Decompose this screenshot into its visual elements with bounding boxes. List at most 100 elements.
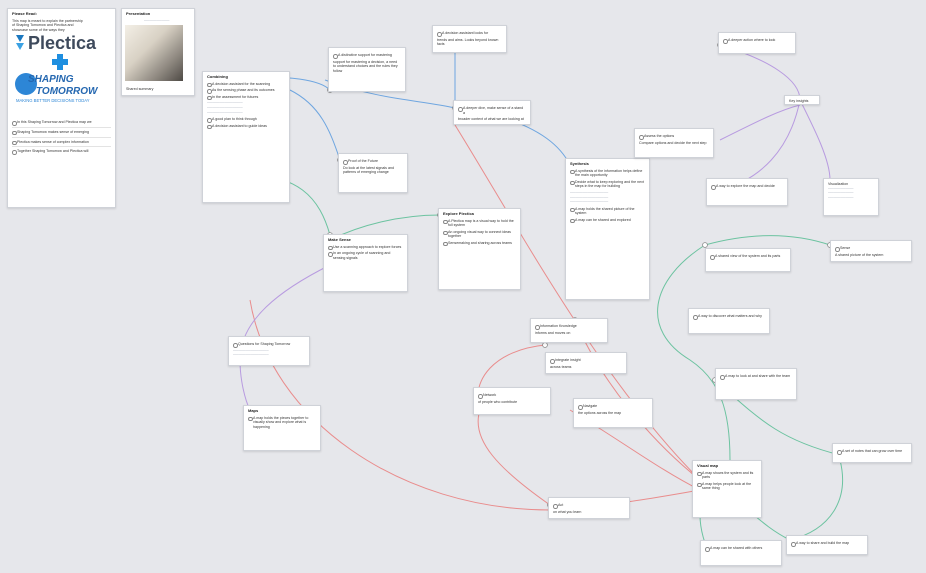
card-text: trends and aims. Looks beyond known fact… <box>437 38 502 47</box>
card-green-two[interactable]: A way to discover what matters and why <box>688 308 770 334</box>
card-title: Explore Plectica <box>443 212 516 217</box>
card-combining-right[interactable]: Synthesis A synthesis of the information… <box>565 158 650 300</box>
card-text: the options across the map <box>578 411 648 416</box>
card-distinctive[interactable]: A distinctive support for mastering supp… <box>328 47 406 92</box>
card-title: Visual map <box>697 464 757 469</box>
intro-item[interactable]: Plectica makes sense of complex informat… <box>12 140 111 145</box>
link-blue-3 <box>290 90 340 160</box>
card-faint-right[interactable]: Visualization ──────────────────────────… <box>823 178 879 216</box>
divider <box>12 127 111 128</box>
faint-text: ────────────────────────────── <box>828 187 874 201</box>
card-item: A way to discover what matters and why <box>693 314 765 319</box>
card-item: A good plan to think through <box>207 117 285 122</box>
card-item: Network <box>478 393 546 398</box>
card-item: Information Knowledge <box>535 324 603 329</box>
card-bottom-right[interactable]: A way to share and build the map <box>786 535 868 555</box>
plectica-logo: Plectica <box>14 31 108 53</box>
card-item: A deeper action where to look <box>723 38 791 43</box>
card-text: Compare options and decide the next step <box>639 141 709 146</box>
intro-item[interactable]: Shaping Tomorrow makes sense of emerging <box>12 130 111 135</box>
presentation-title: Presentation <box>126 12 190 17</box>
card-item: A way to share and build the map <box>791 541 863 546</box>
card-combining[interactable]: Combining A decision assistant for the s… <box>202 71 290 203</box>
link-green-4 <box>658 245 730 460</box>
card-item: An ongoing visual way to connect ideas t… <box>443 230 516 239</box>
link-blue-5 <box>505 118 570 165</box>
card-network[interactable]: Network of people who contribute <box>473 387 551 415</box>
intro-item[interactable]: Together Shaping Tomorrow and Plectica w… <box>12 149 111 154</box>
card-green-middle[interactable]: A shared view of the system and its part… <box>705 248 791 272</box>
card-item: A synthesis of the information helps def… <box>570 169 645 178</box>
card-item: A Plectica map is a visual way to hold t… <box>443 219 516 228</box>
card-item: A map holds the shared picture of the sy… <box>570 207 645 216</box>
card-text: across teams <box>550 365 622 370</box>
card-small-right[interactable]: A way to explore the map and decide <box>706 178 788 206</box>
card-proof-future[interactable]: Proof of the Future Do look at the lates… <box>338 153 408 193</box>
faint-text: ────────────────────────────────────────… <box>570 191 645 205</box>
card-deeper-dive[interactable]: A deeper dive, make sense of a stand a b… <box>453 100 531 125</box>
card-item: A map to look at and share with the team <box>720 374 792 379</box>
card-decision-assistant[interactable]: A decision assistant looks for trends an… <box>432 25 507 53</box>
card-item: A decision assistant looks for <box>437 31 502 36</box>
link-red-6 <box>478 410 550 505</box>
card-act[interactable]: Act on what you learn <box>548 497 630 519</box>
card-item: A map can be shared and explored <box>570 218 645 223</box>
intro-item[interactable]: In this Shaping Tomorrow and Plectica ma… <box>12 120 111 125</box>
card-questions[interactable]: Questions for Shaping Tomorrow ─────────… <box>228 336 310 366</box>
card-green-four[interactable]: A set of notes that can grow over time <box>832 443 912 463</box>
card-bottom-center[interactable]: A map can be shared with others <box>700 540 782 566</box>
card-green-three[interactable]: A map to look at and share with the team <box>715 368 797 400</box>
card-item: A deeper dive, make sense of a stand a <box>458 106 526 115</box>
link-green-3 <box>705 236 830 245</box>
card-assess[interactable]: Assess the options Compare options and d… <box>634 128 714 158</box>
card-maps[interactable]: Maps A map holds the pieces together to … <box>243 405 321 451</box>
link-purple-2 <box>720 100 800 190</box>
card-text: A shared picture of the system <box>835 253 907 258</box>
card-text: support for mastering a decision, a need… <box>333 60 401 74</box>
sto-logo-line1: SHAPING <box>28 74 74 85</box>
link-purple-3 <box>800 100 830 180</box>
card-integrate[interactable]: Integrate insight across teams <box>545 352 627 374</box>
card-item: A map holds the pieces together to visua… <box>248 416 316 430</box>
intro-title: Please Read: <box>12 12 111 17</box>
faint-text: ──────────────────────────── <box>233 349 305 358</box>
card-navigate[interactable]: Navigate the options across the map <box>573 398 653 428</box>
faint-text: ────────────────────────────────────────… <box>207 101 285 115</box>
sto-logo-line2: TOMORROW <box>36 86 99 97</box>
card-information[interactable]: Information Knowledge informs and moves … <box>530 318 608 343</box>
card-item: Sense <box>835 246 907 251</box>
card-item: Decide what to keep exploring and the ne… <box>570 180 645 189</box>
card-make-sense[interactable]: Make Sense Use a scanning approach to ex… <box>323 234 408 292</box>
card-item: Assess the options <box>639 134 709 139</box>
card-item: A decision assistant for the scanning <box>207 82 285 87</box>
divider <box>12 137 111 138</box>
card-item: A set of notes that can grow over time <box>837 449 907 454</box>
plus-icon <box>50 54 70 70</box>
link-green-6 <box>790 460 843 540</box>
card-item: A map shows the system and its parts <box>697 471 757 480</box>
presentation-photo <box>125 25 183 81</box>
card-item: A shared view of the system and its part… <box>710 254 786 259</box>
node-dot <box>543 343 548 348</box>
card-item: A distinctive support for mastering <box>333 53 401 58</box>
card-visual-map[interactable]: Visual map A map shows the system and it… <box>692 460 762 518</box>
card-explore-plectica[interactable]: Explore Plectica A Plectica map is a vis… <box>438 208 521 290</box>
card-sense[interactable]: Sense A shared picture of the system <box>830 240 912 262</box>
card-key-insights[interactable]: Key insights <box>784 95 820 105</box>
card-text: broader context of what we are looking a… <box>458 117 526 122</box>
card-title: Combining <box>207 75 285 80</box>
card-item: Act <box>553 503 625 508</box>
card-item: A way to explore the map and decide <box>711 184 783 189</box>
card-title: Make Sense <box>328 238 403 243</box>
card-item: Integrate insight <box>550 358 622 363</box>
card-title: Synthesis <box>570 162 645 167</box>
card-item: In the assessment for futures <box>207 95 285 100</box>
card-top-right[interactable]: A deeper action where to look <box>718 32 796 54</box>
card-item: Proof of the Future <box>343 159 403 164</box>
shaping-tomorrow-logo: SHAPING TOMORROW MAKING BETTER DECISIONS… <box>14 70 110 104</box>
key-insights-label: Key insights <box>789 99 815 104</box>
card-text: of people who contribute <box>478 400 546 405</box>
node-dot <box>703 243 708 248</box>
card-item: A map can be shared with others <box>705 546 777 551</box>
